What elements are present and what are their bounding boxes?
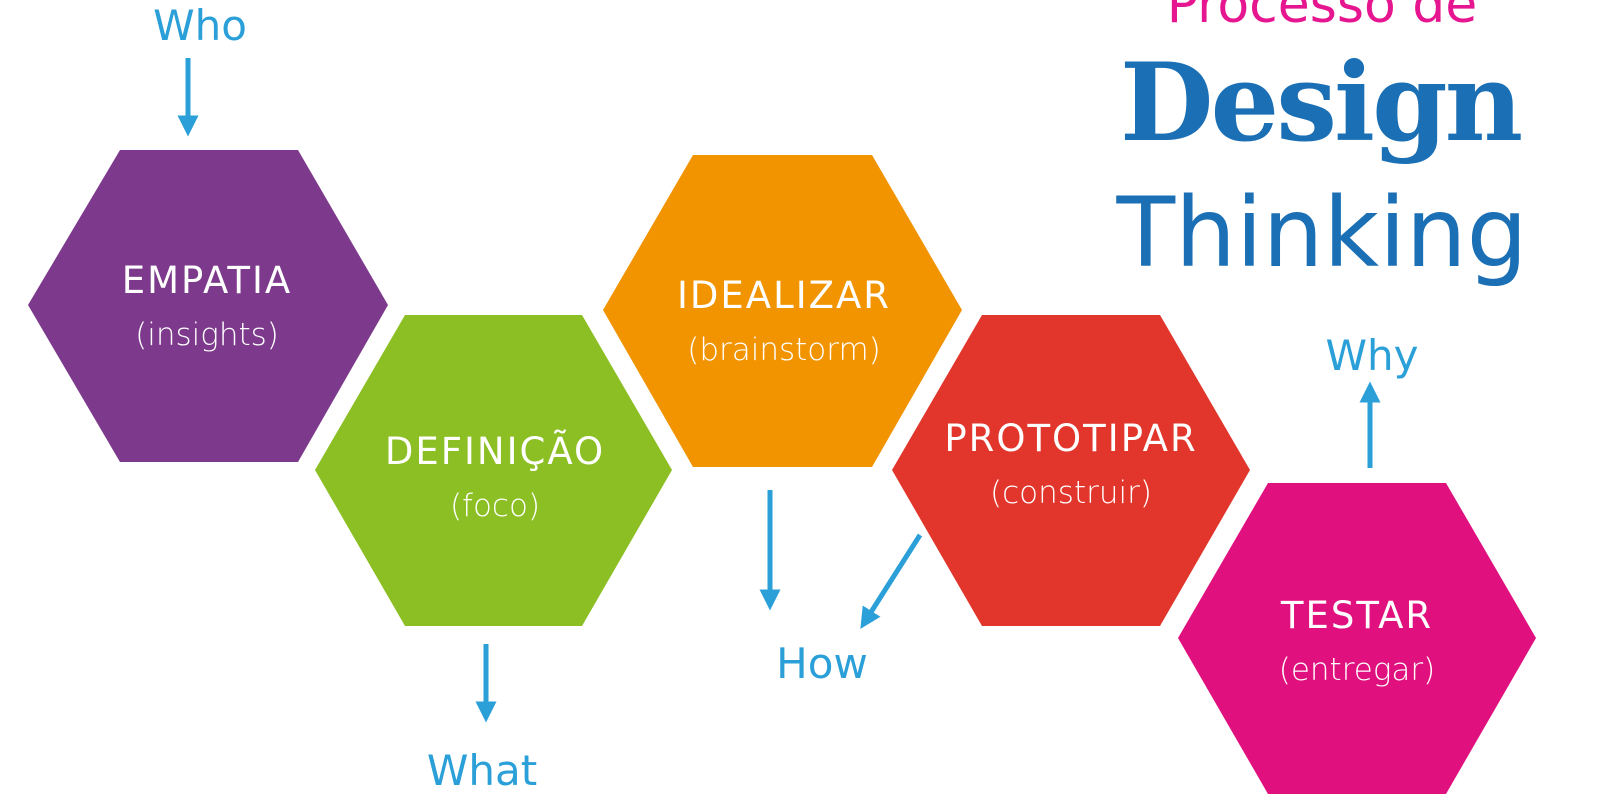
title-line-processo: Processo de bbox=[1167, 0, 1478, 35]
step-prototipar: PROTOTIPAR (construir) bbox=[892, 315, 1250, 626]
title-line-design: Design bbox=[1120, 40, 1522, 166]
step-sublabel-prototipar: (construir) bbox=[990, 475, 1152, 511]
step-label-testar: TESTAR bbox=[1280, 594, 1433, 637]
step-label-idealizar: IDEALIZAR bbox=[677, 274, 891, 317]
step-sublabel-empatia: (insights) bbox=[135, 317, 279, 353]
question-why: Why bbox=[1325, 331, 1418, 380]
step-sublabel-definicao: (foco) bbox=[450, 488, 540, 524]
hex-empatia bbox=[28, 150, 388, 462]
hex-definicao bbox=[315, 315, 672, 626]
hex-idealizar bbox=[603, 155, 962, 467]
step-definicao: DEFINIÇÃO (foco) bbox=[315, 315, 672, 626]
arrow-diagonal-icon bbox=[860, 533, 923, 629]
question-what: What bbox=[427, 746, 537, 795]
title-line-thinking: Thinking bbox=[1115, 177, 1527, 289]
question-who: Who bbox=[153, 1, 247, 50]
step-sublabel-idealizar: (brainstorm) bbox=[687, 332, 881, 368]
step-testar: TESTAR (entregar) bbox=[1178, 483, 1536, 794]
step-label-empatia: EMPATIA bbox=[122, 259, 293, 302]
hex-testar bbox=[1178, 483, 1536, 794]
question-how: How bbox=[776, 639, 868, 688]
hex-prototipar bbox=[892, 315, 1250, 626]
step-idealizar: IDEALIZAR (brainstorm) bbox=[603, 155, 962, 467]
step-label-prototipar: PROTOTIPAR bbox=[944, 417, 1197, 460]
step-sublabel-testar: (entregar) bbox=[1279, 652, 1436, 688]
step-label-definicao: DEFINIÇÃO bbox=[385, 429, 605, 473]
step-empatia: EMPATIA (insights) bbox=[28, 150, 388, 462]
